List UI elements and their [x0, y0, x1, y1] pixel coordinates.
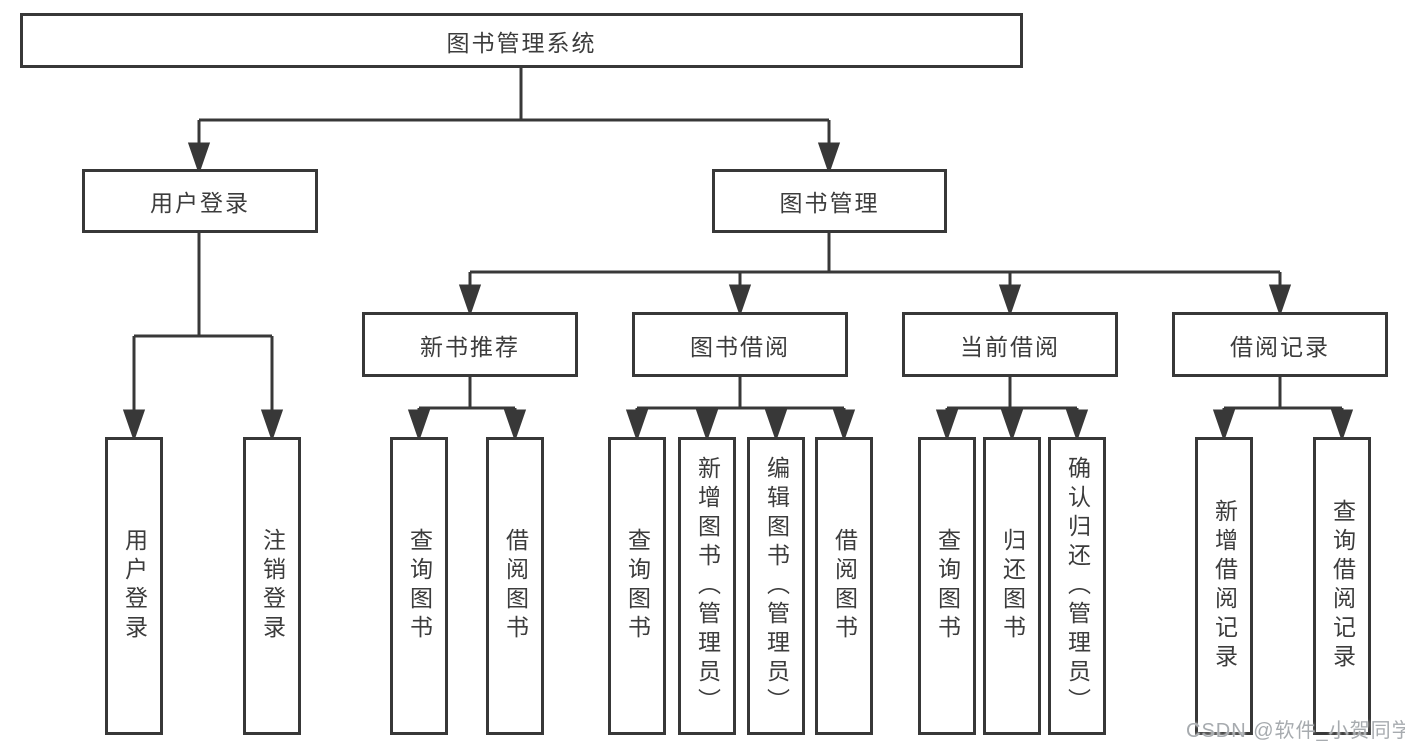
node-label: 归还图书: [999, 528, 1026, 644]
node-current-borrowing: 当前借阅: [902, 312, 1118, 377]
connector-book-management-to-level3: [458, 233, 1292, 317]
leaf-edit-book-admin: 编辑图书（管理员）: [747, 437, 805, 735]
connector-line: [1222, 377, 1344, 417]
connector-current-borrowing-to-leaves: [935, 377, 1089, 442]
node-label: 新书推荐: [420, 333, 520, 360]
leaf-borrow-books-borrowing: 借阅图书: [815, 437, 873, 735]
leaf-query-borrow-record: 查询借阅记录: [1313, 437, 1371, 735]
leaf-add-borrow-record: 新增借阅记录: [1195, 437, 1253, 735]
node-label: 图书管理系统: [446, 29, 597, 56]
arrowhead-icon: [122, 409, 146, 442]
leaf-user-login: 用户登录: [105, 437, 163, 735]
node-label: 借阅图书: [831, 528, 858, 644]
leaf-confirm-return-admin: 确认归还（管理员）: [1048, 437, 1106, 735]
node-label: 查询图书: [406, 528, 433, 644]
node-borrowing-records: 借阅记录: [1172, 312, 1388, 377]
arrowhead-icon: [625, 409, 649, 442]
leaf-query-books-newrec: 查询图书: [390, 437, 448, 735]
connector-root-to-level2: [187, 68, 841, 175]
connector-line: [468, 233, 1282, 292]
arrowhead-icon: [1268, 284, 1292, 317]
node-label: 查询图书: [624, 528, 651, 644]
connector-line: [197, 68, 831, 150]
leaf-borrow-books-newrec: 借阅图书: [486, 437, 544, 735]
node-label: 编辑图书（管理员）: [763, 455, 790, 717]
csdn-watermark: CSDN @软件_小贺同学: [1186, 720, 1405, 742]
node-label: 新增借阅记录: [1211, 499, 1238, 673]
node-label: 借阅记录: [1230, 333, 1330, 360]
arrowhead-icon: [260, 409, 284, 442]
arrowhead-icon: [503, 409, 527, 442]
node-label: 确认归还（管理员）: [1064, 455, 1091, 717]
connector-new-book-rec-to-leaves: [407, 377, 527, 442]
arrowhead-icon: [187, 142, 211, 175]
node-label: 借阅图书: [502, 528, 529, 644]
leaf-query-books-current: 查询图书: [918, 437, 976, 735]
arrowhead-icon: [832, 409, 856, 442]
node-label: 新增图书（管理员）: [694, 455, 721, 717]
arrowhead-icon: [764, 409, 788, 442]
arrowhead-icon: [998, 284, 1022, 317]
node-label: 图书借阅: [690, 333, 790, 360]
leaf-add-book-admin: 新增图书（管理员）: [678, 437, 736, 735]
node-label: 用户登录: [121, 528, 148, 644]
arrowhead-icon: [728, 284, 752, 317]
node-label: 图书管理: [779, 190, 880, 216]
arrowhead-icon: [407, 409, 431, 442]
node-label: 注销登录: [259, 528, 286, 644]
connector-user-login-to-leaves: [122, 233, 284, 442]
connector-line: [635, 377, 846, 417]
arrowhead-icon: [1065, 409, 1089, 442]
connector-line: [417, 377, 517, 417]
node-label: 查询借阅记录: [1329, 499, 1356, 673]
leaf-logout: 注销登录: [243, 437, 301, 735]
arrowhead-icon: [935, 409, 959, 442]
node-label: 查询图书: [934, 528, 961, 644]
connector-book-borrowing-to-leaves: [625, 377, 856, 442]
node-book-borrowing: 图书借阅: [632, 312, 848, 377]
node-user-login: 用户登录: [82, 169, 318, 233]
connector-borrowing-records-to-leaves: [1212, 377, 1354, 442]
arrowhead-icon: [695, 409, 719, 442]
leaf-query-books-borrowing: 查询图书: [608, 437, 666, 735]
node-library-management-system: 图书管理系统: [20, 13, 1023, 68]
node-book-management: 图书管理: [712, 169, 947, 233]
arrowhead-icon: [458, 284, 482, 317]
node-label: 当前借阅: [960, 333, 1060, 360]
arrowhead-icon: [817, 142, 841, 175]
leaf-return-books: 归还图书: [983, 437, 1041, 735]
node-new-book-recommendation: 新书推荐: [362, 312, 578, 377]
connector-line: [132, 233, 274, 417]
arrowhead-icon: [1330, 409, 1354, 442]
node-label: 用户登录: [150, 190, 250, 216]
arrowhead-icon: [1000, 409, 1024, 442]
arrowhead-icon: [1212, 409, 1236, 442]
